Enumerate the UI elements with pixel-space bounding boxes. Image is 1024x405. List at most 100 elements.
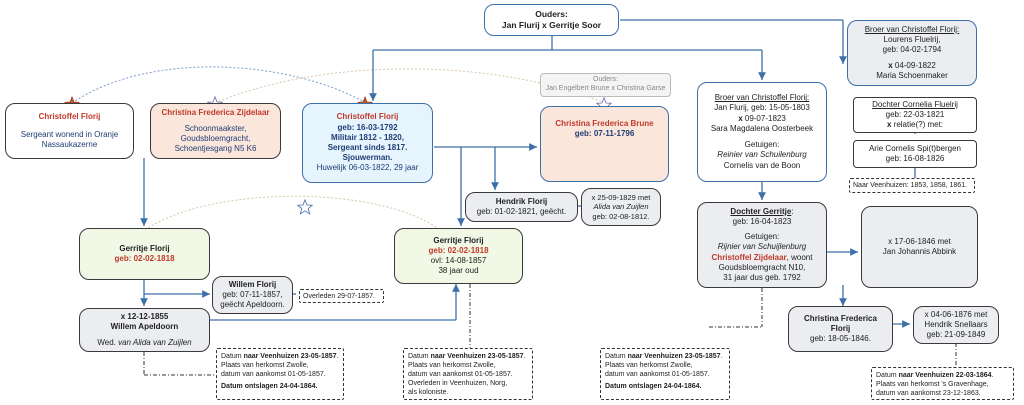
willem-death-text: Overleden 29-07-1857. <box>303 293 375 300</box>
veenhuizen-dates-text: Naar Veenhuizen: 1853, 1858, 1861. <box>853 182 968 189</box>
christoffel-center-sergeant: Sergeant sinds 1817. <box>327 143 408 152</box>
hendrik-name: Hendrik Florij <box>495 196 548 206</box>
christoffel-left-role: Sergeant wonend in Oranje Nassaukazerne <box>20 129 119 150</box>
hendrik-box: Hendrik Florij geb: 01-02-1821, geëcht. <box>465 192 578 222</box>
gerritje-center-age: 38 jaar oud <box>438 266 479 276</box>
brune-parents-box: Ouders: Jan Engelbert Brune x Christina … <box>540 73 671 97</box>
gerritje-right-witness1: Rijnier van Schuijlenburg <box>717 242 807 252</box>
christina-brune-birth: geb: 07-11-1796 <box>574 129 635 138</box>
brune-parents-title: Ouders: <box>593 76 618 84</box>
willem-florij-birth: geb: 07-11-1857, <box>222 289 283 299</box>
christina-zijdelaar-name: Christina Frederica Zijdelaar <box>161 107 270 117</box>
gerritje-right-witness2: Christoffel Zijdelaar <box>711 252 787 262</box>
note-left-line1: Datum naar Veenhuizen 23-05-1857. <box>221 353 339 360</box>
gerritje-left-box: Gerritje Florij geb: 02-02-1818 <box>79 228 210 280</box>
veenhuizen-note-center: Datum naar Veenhuizen 23-05-1857. Plaats… <box>403 348 533 400</box>
note-left-line2: Plaats van herkomst Zwolle, <box>221 362 309 370</box>
snellaars-line3: geb: 21-09-1849 <box>926 330 986 340</box>
christina-florij-box: Christina Frederica Florij geb: 18-05-18… <box>788 306 893 352</box>
arc-gerritje-link <box>144 195 441 231</box>
widower-prefix: Wed. <box>97 338 116 348</box>
gerritje-center-birth: geb: 02-02-1818 <box>428 245 489 255</box>
gerritje-right-title: Dochter Gerritje <box>730 206 792 216</box>
brother-jan-witness-label: Getuigen: <box>744 140 780 150</box>
veenhuizen-note-left: Datum naar Veenhuizen 23-05-1857. Plaats… <box>216 348 344 400</box>
hendrik-marriage-line3: geb: 02-08-1812. <box>592 211 650 221</box>
veenhuizen-note-far-right: Datum naar Veenhuizen 22-03-1864. Plaats… <box>871 367 1014 400</box>
brother-lourens-box: Broer van Christoffel Florij: Lourens Fl… <box>847 20 977 86</box>
willem-apeldoorn-box: x 12-12-1855 Willem Apeldoorn Wed. van A… <box>79 308 210 352</box>
christina-zijdelaar-line3: Schoentjesgang N5 K6 <box>174 144 257 154</box>
christina-florij-birth: geb: 18-05-1846. <box>810 334 871 344</box>
widower-of: van Alida van Zuijlen <box>118 338 192 348</box>
abbink-box: x 17-06-1846 met Jan Johannis Abbink <box>861 206 978 288</box>
christina-zijdelaar-box: Christina Frederica Zijdelaar Schoonmaak… <box>150 103 281 159</box>
snellaars-line1: x 04-06-1876 met <box>924 309 988 319</box>
christina-brune-name: Christina Frederica Brune <box>555 118 654 128</box>
christoffel-center-box: Christoffel Florij geb: 16-03-1792 Milit… <box>302 103 433 183</box>
christoffel-center-name: Christoffel Florij <box>336 112 399 122</box>
cornelia-birth: geb: 22-03-1821 <box>885 109 945 119</box>
willem-florij-note: geëcht Apeldoorn. <box>220 300 285 310</box>
hendrik-marriage-line2: Alida van Zuijlen <box>593 202 649 212</box>
star-outline-icon <box>297 199 313 215</box>
arie-name: Arie Cornelis Spi(t)bergen <box>868 143 962 153</box>
brother-jan-title: Broer van Christoffel Florij: <box>714 93 810 103</box>
christoffel-center-birth: geb: 16-03-1792 <box>337 122 398 132</box>
brother-jan-box: Broer van Christoffel Florij: Jan Flurij… <box>697 82 827 182</box>
note-right-line3: datum van aankomst 01-05-1857. <box>605 371 710 379</box>
brother-jan-witness1: Reinier van Schuilenburg <box>717 150 807 160</box>
brother-jan-witness2: Cornelis van de Boon <box>723 160 801 170</box>
snellaars-box: x 04-06-1876 met Hendrik Snellaars geb: … <box>913 306 999 344</box>
hendrik-marriage-box: x 25-09-1829 met Alida van Zuijlen geb: … <box>581 188 661 226</box>
gerritje-right-box: Dochter Gerritje: geb: 16-04-1823 Getuig… <box>697 202 827 288</box>
christoffel-center-marriage: Huwelijk 06-03-1822, 29 jaar <box>316 163 419 173</box>
note-center-line1: Datum naar Veenhuizen 23-05-1857. <box>408 353 526 360</box>
note-center-line4: Overleden in Veenhuizen, Norg, <box>408 380 508 388</box>
arie-birth: geb: 16-08-1826 <box>885 154 945 163</box>
abbink-line2: Jan Johannis Abbink <box>882 247 957 256</box>
brother-lourens-line1: Lourens Fluelrij, <box>883 35 941 45</box>
brother-lourens-title: Broer van Christoffel Florij: <box>864 24 960 34</box>
willem-death-note: Overleden 29-07-1857. <box>299 289 384 303</box>
note-left-line3: datum van aankomst 01-05-1857. <box>221 371 326 379</box>
hendrik-marriage-line1: x 25-09-1829 met <box>591 192 651 202</box>
parents-box: Ouders: Jan Flurij x Gerritje Soor <box>484 4 619 36</box>
note-center-line2: Plaats van herkomst Zwolle, <box>408 362 496 370</box>
brune-parents-names: Jan Engelbert Brune x Christina Garse <box>545 85 666 92</box>
note-left-line4: Datum ontslagen 24-04-1864. <box>221 383 318 391</box>
cornelia-title: Dochter Cornelia Fluelrij <box>872 99 958 109</box>
christoffel-center-military: Militair 1812 - 1820, <box>331 132 404 142</box>
christina-brune-box: Christina Frederica Brune geb: 07-11-179… <box>540 106 669 182</box>
note-far-right-line3: datum van aankomst 23-12-1863. <box>876 390 981 398</box>
christoffel-center-occupation: Sjouwerman. <box>342 153 393 163</box>
gerritje-center-box: Gerritje Florij geb: 02-02-1818 ovl: 14-… <box>394 228 523 284</box>
willem-apeldoorn-marriage: x 12-12-1855 <box>120 311 169 321</box>
note-far-right-line1: Datum naar Veenhuizen 22-03-1864. <box>876 372 994 379</box>
note-center-line5: als koloniste. <box>408 389 449 397</box>
brother-jan-spouse: Sara Magdalena Oosterbeek <box>710 123 814 133</box>
gerritje-left-birth: geb: 02-02-1818 <box>114 254 175 263</box>
gerritje-right-witness-label: Getuigen: <box>744 232 780 242</box>
gerritje-center-name: Gerritje Florij <box>433 235 484 245</box>
willem-apeldoorn-name: Willem Apeldoorn <box>110 321 179 331</box>
willem-florij-name: Willem Florij <box>228 279 277 289</box>
arc-christoffel-link <box>71 66 367 104</box>
brother-lourens-marriage: x 04-09-1822 <box>888 60 936 70</box>
willem-apeldoorn-widower: Wed. van Alida van Zuijlen <box>84 338 205 348</box>
hendrik-birth: geb: 01-02-1821, geëcht. <box>476 207 567 216</box>
christina-florij-name2: Florij <box>830 323 851 333</box>
note-center-line3: datum van aankomst 01-05-1857. <box>408 371 513 379</box>
veenhuizen-dates-note: Naar Veenhuizen: 1853, 1858, 1861. <box>849 178 975 193</box>
brother-lourens-spouse: Maria Schoenmaker <box>876 70 948 80</box>
parents-title: Ouders: <box>535 9 568 20</box>
christina-zijdelaar-line2: Goudsbloemgracht, <box>180 134 251 143</box>
veenhuizen-note-right: Datum naar Veenhuizen 23-05-1857. Plaats… <box>600 348 730 400</box>
christoffel-left-name: Christoffel Florij <box>38 111 101 121</box>
brother-jan-marriage: x 09-07-1823 <box>738 113 786 123</box>
note-far-right-line2: Plaats van herkomst 's Gravenhage, <box>876 381 989 389</box>
christina-florij-name1: Christina Frederica <box>804 313 877 323</box>
christina-zijdelaar-line1: Schoonmaakster, <box>184 123 247 133</box>
gerritje-center-death: ovl: 14-08-1857 <box>430 256 487 265</box>
gerritje-right-birth: geb: 16-04-1823 <box>732 216 792 226</box>
